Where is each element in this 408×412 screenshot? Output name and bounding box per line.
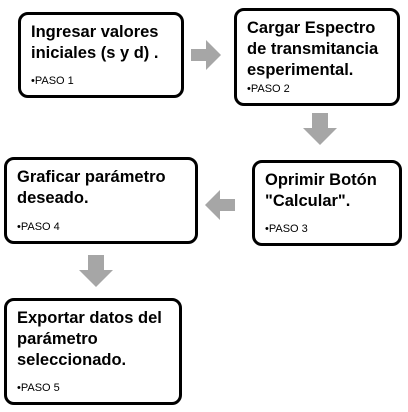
step-3-label: •PASO 3: [265, 223, 308, 235]
step-5-label: •PASO 5: [17, 382, 60, 394]
step-3-title: Oprimir Botón "Calcular".: [265, 171, 377, 210]
arrow-right-icon: [191, 40, 221, 70]
step-1-title: Ingresar valores iniciales (s y d) .: [31, 23, 159, 62]
step-3-box: Oprimir Botón "Calcular". •PASO 3: [252, 160, 402, 246]
step-4-label: •PASO 4: [17, 221, 60, 233]
step-5-title: Exportar datos del parámetro seleccionad…: [17, 309, 162, 369]
arrow-down-icon: [303, 113, 337, 145]
step-2-title: Cargar Espectro de transmitancia esperim…: [247, 19, 379, 79]
arrow-left-icon: [205, 190, 235, 220]
arrow-down-icon: [79, 255, 113, 287]
step-5-box: Exportar datos del parámetro seleccionad…: [4, 298, 182, 405]
step-1-box: Ingresar valores iniciales (s y d) . •PA…: [18, 12, 184, 98]
step-2-label: •PASO 2: [247, 83, 290, 95]
step-1-label: •PASO 1: [31, 75, 74, 87]
step-2-box: Cargar Espectro de transmitancia esperim…: [234, 8, 400, 106]
step-4-title: Graficar parámetro deseado.: [17, 168, 166, 207]
step-4-box: Graficar parámetro deseado. •PASO 4: [4, 157, 198, 244]
